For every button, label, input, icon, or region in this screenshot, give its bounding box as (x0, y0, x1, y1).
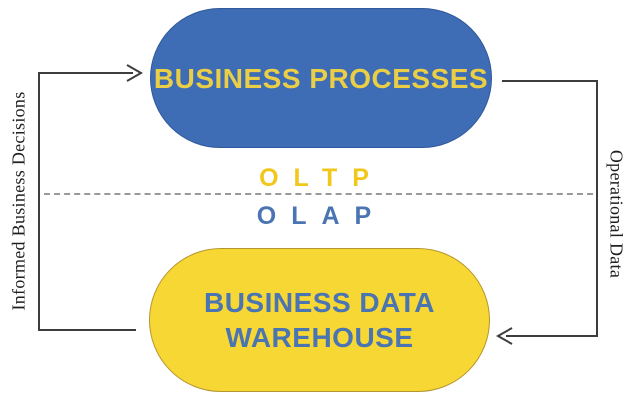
business-processes-node: BUSINESS PROCESSES (150, 8, 492, 148)
right-arrowhead-icon (495, 327, 513, 345)
oltp-olap-divider (44, 193, 593, 195)
business-data-warehouse-label-line1: BUSINESS DATA (203, 287, 436, 318)
left-arrow-line (38, 72, 136, 331)
olap-label: OLAP (256, 202, 387, 230)
right-arrow-line (502, 80, 598, 337)
informed-business-decisions-label: Informed Business Decisions (8, 91, 29, 311)
left-arrowhead-icon (126, 64, 144, 82)
business-data-warehouse-label-line2: WAREHOUSE (225, 322, 414, 353)
business-data-warehouse-node: BUSINESS DATA WAREHOUSE (149, 248, 490, 392)
business-processes-label: BUSINESS PROCESSES (153, 62, 489, 94)
operational-data-label: Operational Data (606, 149, 627, 279)
oltp-label: OLTP (259, 164, 384, 192)
